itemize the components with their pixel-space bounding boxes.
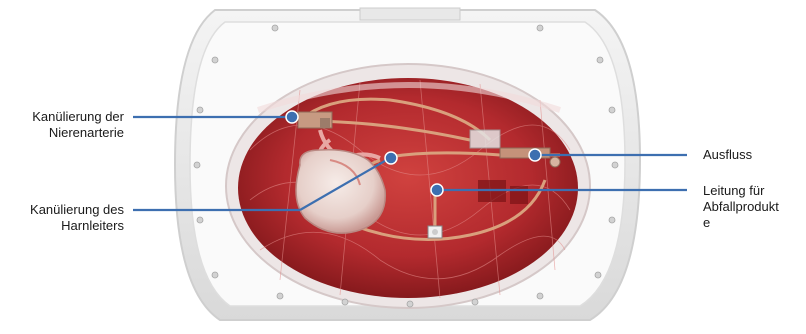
marker-ureter — [385, 152, 397, 164]
perfusion-chamber — [226, 64, 590, 308]
label-waste-line1: Leitung für — [703, 183, 803, 199]
label-waste-line: Leitung für Abfallprodukt e — [703, 183, 803, 231]
label-ureter-line1: Kanülierung des — [6, 202, 124, 218]
label-outflow-line1: Ausfluss — [703, 147, 799, 163]
label-ureter: Kanülierung des Harnleiters — [6, 202, 124, 234]
label-renal-artery-line2: Nierenarterie — [6, 125, 124, 141]
artery-connector — [298, 112, 332, 128]
label-renal-artery: Kanülierung der Nierenarterie — [6, 109, 124, 141]
label-outflow: Ausfluss — [703, 147, 799, 163]
label-ureter-line2: Harnleiters — [6, 218, 124, 234]
label-renal-artery-line1: Kanülierung der — [6, 109, 124, 125]
label-waste-line3: e — [703, 215, 803, 231]
marker-outflow — [529, 149, 541, 161]
waste-drain — [428, 226, 442, 238]
marker-renal-artery — [286, 111, 298, 123]
marker-waste — [431, 184, 443, 196]
label-waste-line2: Abfallprodukt — [703, 199, 803, 215]
